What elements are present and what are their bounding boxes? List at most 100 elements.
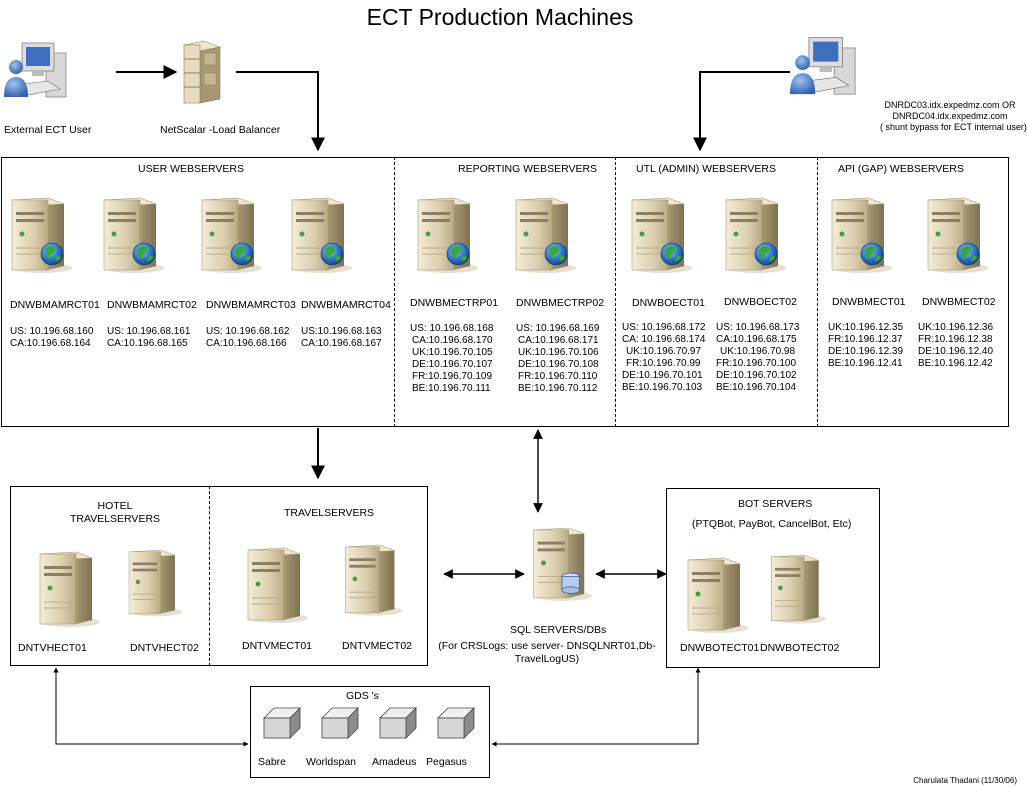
server-name: DNTVHECT01 <box>18 642 87 654</box>
ip-address: US: 10.196.68.161 <box>107 326 191 337</box>
hotel-travelservers-title: HOTEL TRAVELSERVERS <box>60 500 170 526</box>
ip-address: US:10.196.68.163 <box>301 326 382 337</box>
gds-name: Worldspan <box>306 756 356 768</box>
ip-address: BE:10.196.12.41 <box>828 358 903 369</box>
diagram-title: ECT Production Machines <box>366 4 634 30</box>
ip-address: CA:10.196.68.175 <box>716 334 797 345</box>
ip-address: BE:10.196.70.103 <box>622 382 703 393</box>
ip-address: UK:10.196.70.98 <box>720 346 796 357</box>
gds-system-icon <box>436 706 476 740</box>
ip-address: FR:10.196.70.109 <box>412 371 493 382</box>
gds-group <box>250 686 490 778</box>
server-icon <box>240 538 308 628</box>
ip-address: BE:10.196.70.112 <box>518 383 598 394</box>
ip-address: UK:10.196.12.36 <box>918 322 994 333</box>
web-server-icon <box>718 192 786 274</box>
bot-servers-group <box>666 488 880 668</box>
divider-hotel-travel <box>209 486 210 666</box>
webserver-name: DNWBOECT02 <box>724 296 797 308</box>
server-icon <box>764 546 826 628</box>
hotel-title-line2: TRAVELSERVERS <box>69 513 161 525</box>
section-reporting-webservers: REPORTING WEBSERVERS <box>458 163 598 175</box>
ip-address: DE:10.196.12.40 <box>918 346 994 357</box>
webserver-name: DNWBMAMRCT02 <box>107 299 197 311</box>
webserver-name: DNWBOECT01 <box>632 297 705 309</box>
webserver-ips: US: 10.196.68.169 CA:10.196.68.171 UK:10… <box>516 323 599 395</box>
ip-address: DE:10.196.70.102 <box>716 370 797 381</box>
ip-address: UK:10.196.70.105 <box>412 347 493 358</box>
internal-user-label: DNRDC03.idx.expedmz.com OR DNRDC04.idx.e… <box>880 100 1027 133</box>
webserver-name: DNWBMECTRP01 <box>410 297 499 309</box>
section-utl-webservers: UTL (ADMIN) WEBSERVERS <box>636 163 777 175</box>
gds-name: Pegasus <box>426 756 467 768</box>
ip-address: FR:10.196.70.99 <box>626 358 701 369</box>
ip-address: UK:10.196.70.106 <box>518 347 599 358</box>
webserver-name: DNWBMECT02 <box>922 296 996 308</box>
web-server-icon <box>194 192 262 274</box>
sql-servers-label: SQL SERVERS/DBs <box>510 624 607 636</box>
external-user-label: External ECT User <box>4 124 92 136</box>
server-name: DNWBOTECT01 <box>680 642 760 654</box>
bot-servers-subtitle: (PTQBot, PayBot, CancelBot, Etc) <box>692 518 852 530</box>
divider-utl-api <box>817 157 818 427</box>
ip-address: FR:10.196.12.37 <box>828 334 903 345</box>
hotel-title-line1: HOTEL <box>97 500 133 512</box>
internal-user-line3: ( shunt bypass for ECT internal user) <box>880 122 1027 132</box>
ip-address: US: 10.196.68.169 <box>516 323 600 334</box>
webservers-group <box>1 157 1009 427</box>
travelservers-title: TRAVELSERVERS <box>284 507 375 519</box>
ip-address: FR:10.196.70.110 <box>518 371 598 382</box>
webserver-ips: US: 10.196.68.161 CA:10.196.68.165 <box>107 326 190 350</box>
gds-system-icon <box>262 706 302 740</box>
webserver-ips: UK:10.196.12.35 FR:10.196.12.37 DE:10.19… <box>828 322 903 370</box>
web-server-icon <box>824 192 892 274</box>
ip-address: CA: 10.196.68.174 <box>622 334 706 345</box>
server-icon <box>680 550 748 636</box>
webserver-ips: US:10.196.68.163 CA:10.196.68.167 <box>301 326 382 350</box>
server-icon <box>338 534 402 622</box>
web-server-icon <box>4 192 72 274</box>
ip-address: DE:10.196.70.108 <box>518 359 599 370</box>
divider-reporting-utl <box>615 157 616 427</box>
ip-address: US: 10.196.68.162 <box>206 326 290 337</box>
web-server-icon <box>284 192 352 274</box>
load-balancer-label: NetScalar -Load Balancer <box>160 124 281 136</box>
travelservers-group <box>10 486 428 666</box>
sql-note-line1: (For CRSLogs: use server- DNSQLNRT01,Db- <box>438 640 656 652</box>
ip-address: BE:10.196.70.104 <box>716 382 797 393</box>
webserver-ips: US: 10.196.68.168 CA:10.196.68.170 UK:10… <box>410 323 493 395</box>
sql-servers-note: (For CRSLogs: use server- DNSQLNRT01,Db-… <box>436 640 658 666</box>
ip-address: CA:10.196.68.166 <box>206 338 287 349</box>
server-name: DNTVHECT02 <box>130 642 199 654</box>
gds-system-icon <box>320 706 360 740</box>
gds-system-icon <box>378 706 418 740</box>
webserver-name: DNWBMECT01 <box>832 296 906 308</box>
ip-address: CA:10.196.68.171 <box>518 335 599 346</box>
server-name: DNTVMECT02 <box>342 640 413 652</box>
web-server-icon <box>508 192 576 274</box>
divider-user-reporting <box>394 157 395 427</box>
ip-address: CA:10.196.68.165 <box>107 338 188 349</box>
webserver-name: DNWBMAMRCT01 <box>10 299 100 311</box>
internal-user-line1: DNRDC03.idx.expedmz.com OR <box>884 100 1016 110</box>
ip-address: CA:10.196.68.164 <box>10 338 91 349</box>
gds-name: Sabre <box>258 756 287 768</box>
load-balancer-icon <box>180 36 224 108</box>
webserver-ips: US: 10.196.68.172 CA: 10.196.68.174 UK:1… <box>622 322 705 394</box>
server-icon <box>122 540 182 622</box>
server-icon <box>32 544 100 630</box>
webserver-ips: US: 10.196.68.162 CA:10.196.68.166 <box>206 326 289 350</box>
ip-address: DE:10.196.12.39 <box>828 346 904 357</box>
ip-address: BE:10.196.12.42 <box>918 358 993 369</box>
ip-address: CA:10.196.68.167 <box>301 338 382 349</box>
ip-address: BE:10.196.70.111 <box>412 383 491 394</box>
webserver-ips: US: 10.196.68.173 CA:10.196.68.175 UK:10… <box>716 322 799 394</box>
section-user-webservers: USER WEBSERVERS <box>138 163 244 175</box>
server-name: DNWBOTECT02 <box>760 642 840 654</box>
web-server-icon <box>624 192 692 274</box>
web-server-icon <box>410 192 478 274</box>
external-user-workstation-icon <box>4 36 84 112</box>
webserver-ips: UK:10.196.12.36 FR:10.196.12.38 DE:10.19… <box>918 322 993 370</box>
ip-address: US: 10.196.68.172 <box>622 322 706 333</box>
ip-address: UK:10.196.12.35 <box>828 322 904 333</box>
